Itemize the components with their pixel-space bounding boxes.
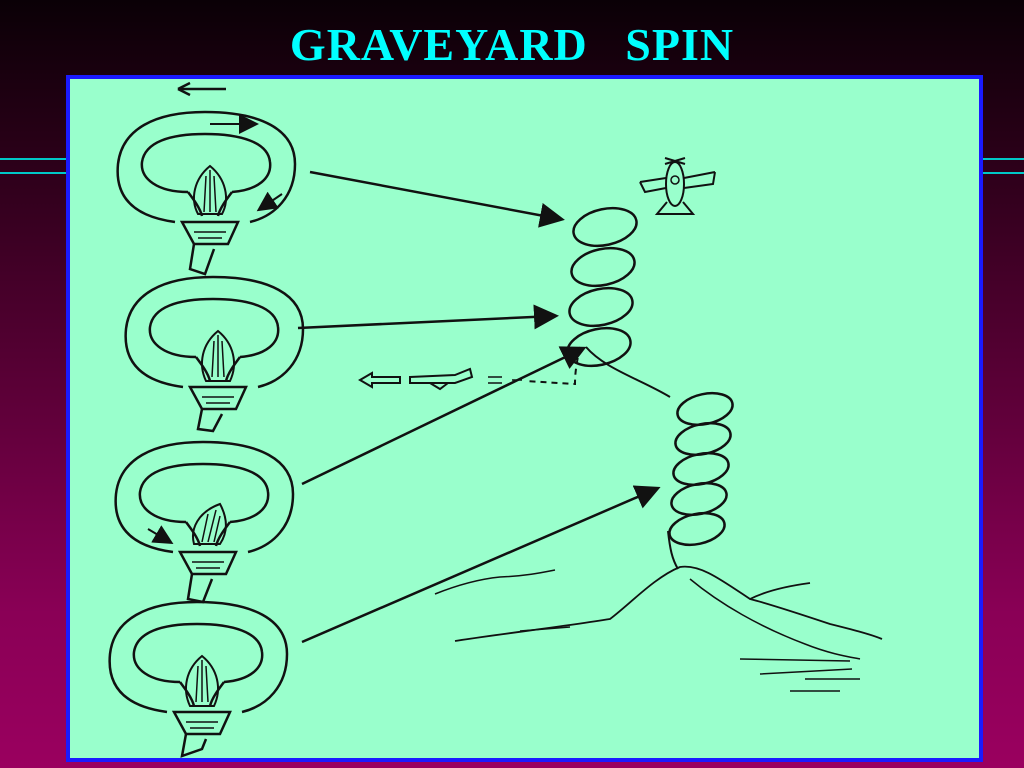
helix-loop [668,511,726,547]
connector-arrow-3 [301,346,587,486]
canal-inner [140,132,272,194]
ampulla [179,220,240,246]
canal-outer [116,110,297,224]
inner-ear-3 [114,440,295,604]
connector-arrow-4 [301,485,661,644]
helix-loop [568,286,634,328]
connector-arrow-1 [309,170,565,228]
recovery-dashed-path [524,346,581,386]
inner-ear-1 [116,110,297,276]
connector-arrow-2 [297,304,559,330]
flight-path-transition [585,346,671,398]
slide-title: GRAVEYARD SPIN [289,19,735,70]
airplane-spinning-icon [639,157,716,215]
cupula [193,164,227,215]
direction-arrow-left-icon [358,371,401,389]
mountain-terrain [434,565,883,692]
rotation-direction-arrow [177,81,226,97]
inner-ear-4 [108,600,289,758]
spin-helix-lower [668,391,734,547]
airplane-level-icon [399,367,474,391]
graveyard-spin-illustration [108,81,883,758]
illustration-panel [66,75,983,762]
helix-loop [566,326,632,368]
helix-loop [570,246,636,288]
flight-path-impact [667,530,679,570]
helix-loop [572,206,638,248]
spin-helix-upper [566,206,638,368]
inner-ear-2 [124,275,305,433]
